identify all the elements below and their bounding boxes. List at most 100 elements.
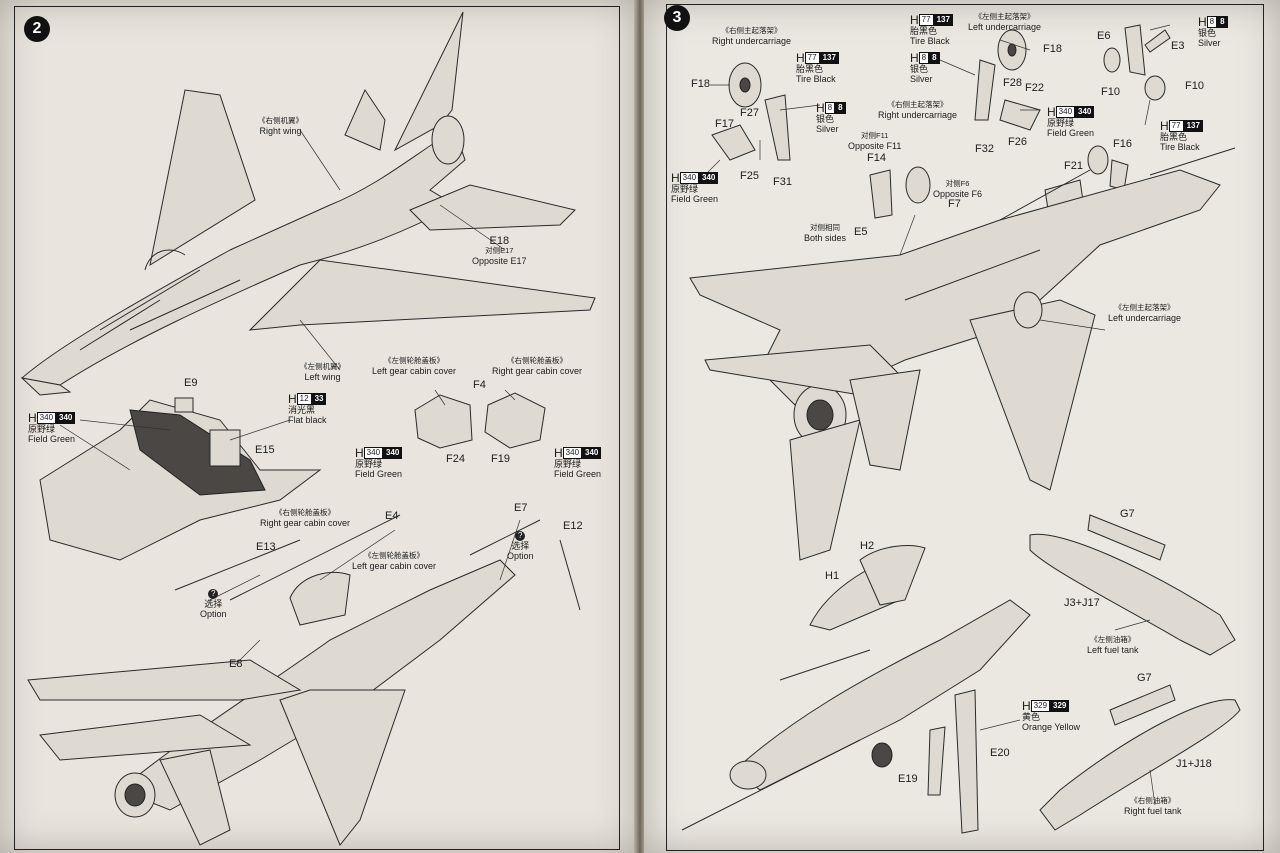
paint-code: 8: [929, 52, 940, 64]
paint-code: 340: [699, 172, 719, 184]
paint-h: H: [1047, 105, 1056, 119]
label-right-gear-cover: 《右侧轮舱盖板》 Right gear cabin cover: [492, 356, 582, 376]
left-page-border: [14, 6, 620, 850]
label-right-gear-cover-2: 《右侧轮舱盖板》 Right gear cabin cover: [260, 508, 350, 528]
paint-code: 340: [1075, 106, 1095, 118]
paint-en: Tire Black: [796, 74, 836, 84]
label-left-gear2-cn: 《左侧轮舱盖板》: [364, 551, 425, 560]
paint-cn: 胎黑色: [910, 26, 938, 36]
paint-en: Field Green: [671, 194, 719, 204]
label-cn: 《右侧主起落架》: [887, 100, 948, 109]
label-opposite-f6: 对侧F6 Opposite F6: [933, 179, 982, 199]
label-opposite-f11: 对侧F11 Opposite F11: [848, 131, 901, 151]
option-icon: ?: [515, 531, 526, 541]
fuselage-drawing-top-left: [20, 11, 596, 396]
paint-code: 33: [311, 393, 327, 405]
paint-code: 137: [1183, 120, 1203, 132]
paint-cn: 银色: [910, 64, 929, 74]
option-marker-1: ? 选择 Option: [200, 588, 227, 619]
fuselage-drawing-bottom-right: [681, 545, 1031, 834]
label-right-undercarriage: 《右侧主起落架》 Right undercarriage: [712, 26, 791, 46]
book-gutter: [634, 0, 646, 853]
part-f22: F22: [1025, 82, 1044, 94]
part-j3-j17: J3+J17: [1064, 597, 1100, 609]
step-number-3: 3: [664, 5, 690, 31]
paint-code: 8: [835, 102, 846, 114]
part-e4: E4: [385, 510, 399, 522]
paint-en: Tire Black: [1160, 142, 1200, 152]
paint-code: 340: [562, 447, 583, 459]
label-left-undercarriage-2: 《左侧主起落架》 Left undercarriage: [1108, 303, 1181, 323]
part-f7: F7: [948, 198, 961, 210]
label-left-wing-cn: 《左侧机翼》: [300, 362, 345, 371]
paint-cn: 消光黑: [288, 405, 316, 415]
label-cn: 对侧相同: [810, 223, 841, 232]
paint-code: 77: [918, 14, 934, 26]
label-en: Left undercarriage: [968, 22, 1042, 32]
fuselage-drawing-top-right: [689, 147, 1236, 561]
paint-h: H: [554, 446, 563, 460]
part-f16: F16: [1113, 138, 1132, 150]
option-cn: 选择: [204, 599, 223, 609]
fuel-tank-drawings: [1029, 514, 1241, 831]
paint-cn: 银色: [1198, 28, 1217, 38]
paint-h: H: [1198, 15, 1207, 29]
part-e6: E6: [1097, 30, 1111, 42]
leader-lines: [59, 24, 1171, 806]
paint-code: 340: [1055, 106, 1076, 118]
label-en: Left undercarriage: [1108, 313, 1182, 323]
label-e18-opp-cn: 对侧E17: [485, 246, 514, 255]
paint-cn: 黄色: [1022, 712, 1041, 722]
part-f10: F10: [1101, 86, 1120, 98]
option-cn: 选择: [511, 541, 530, 551]
paint-en: Silver: [816, 124, 839, 134]
part-f32: F32: [975, 143, 994, 155]
label-en: Opposite F11: [848, 141, 902, 151]
label-cn: 《左侧油箱》: [1090, 635, 1136, 644]
paint-cn: 胎黑色: [796, 64, 824, 74]
paint-cn: 银色: [816, 114, 835, 124]
label-e18-opp: Opposite E17: [472, 256, 527, 266]
label-right-gear2-cn: 《右侧轮舱盖板》: [275, 508, 336, 517]
part-e9: E9: [184, 377, 198, 389]
part-h1: H1: [825, 570, 840, 582]
label-en: Both sides: [804, 233, 847, 243]
paint-h: H: [910, 13, 919, 27]
label-cn: 对侧F6: [945, 179, 970, 188]
option-en: Option: [507, 551, 534, 561]
label-cn: 《左侧主起落架》: [1114, 303, 1175, 312]
option-marker-2: ? 选择 Option: [507, 530, 534, 561]
paint-code: 340: [383, 447, 403, 459]
paint-code: 340: [582, 447, 602, 459]
label-right-wing-en: Right wing: [259, 126, 302, 136]
paint-h: H: [28, 411, 37, 425]
paint-h: H: [816, 101, 825, 115]
step-number-2: 2: [24, 16, 50, 42]
part-e3: E3: [1171, 40, 1185, 52]
paint-code: 8: [918, 52, 930, 64]
part-f21: F21: [1064, 160, 1083, 172]
paint-h: H: [910, 51, 919, 65]
label-left-undercarriage: 《左侧主起落架》 Left undercarriage: [968, 12, 1041, 32]
label-right-gear-cn: 《右侧轮舱盖板》: [507, 356, 568, 365]
part-e18: E18: [489, 235, 510, 247]
label-left-gear-en: Left gear cabin cover: [372, 366, 457, 376]
paint-cn: 原野绿: [28, 424, 56, 434]
part-g7-b: G7: [1137, 672, 1152, 684]
paint-cn: 原野绿: [355, 459, 383, 469]
part-e20: E20: [990, 747, 1010, 759]
part-f24: F24: [446, 453, 465, 465]
paint-en: Silver: [910, 74, 933, 84]
paint-en: Flat black: [288, 415, 327, 425]
label-left-wing: 《左侧机翼》 Left wing: [300, 362, 345, 382]
wheel-drawings: [711, 24, 1171, 223]
label-left-wing-en: Left wing: [304, 372, 341, 382]
paint-en: Field Green: [355, 469, 403, 479]
